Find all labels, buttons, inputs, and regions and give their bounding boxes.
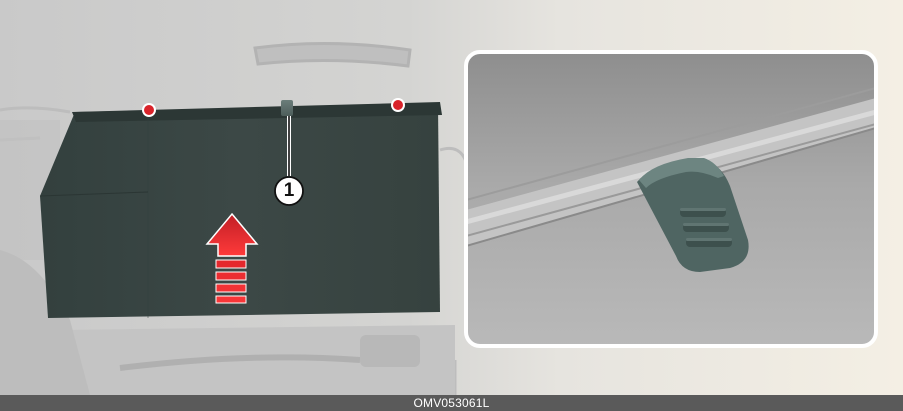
image-code-bar: OMV053061L — [0, 395, 903, 411]
detail-inset — [466, 52, 876, 346]
armrest — [60, 325, 455, 395]
callout-number-label: 1 — [276, 178, 302, 204]
sunshade-illustration — [0, 0, 903, 395]
red-dot-marker-left — [144, 105, 154, 115]
image-code-label: OMV053061L — [413, 396, 489, 410]
shade-tab — [281, 100, 293, 116]
red-dot-marker-right — [393, 100, 403, 110]
